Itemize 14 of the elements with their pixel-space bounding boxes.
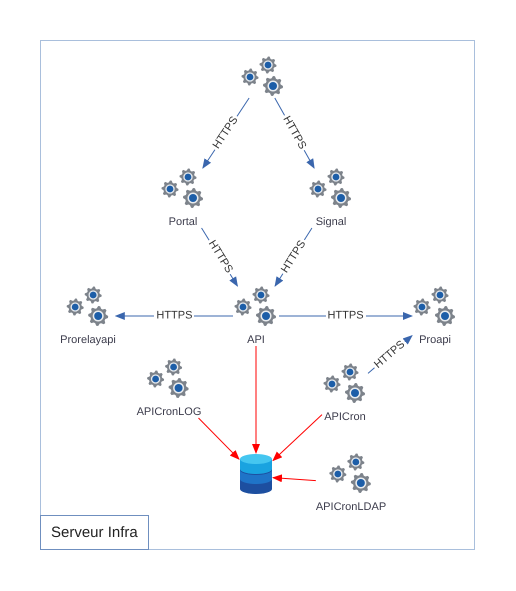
arrow	[272, 474, 316, 482]
service-label: API	[247, 334, 265, 346]
arrow	[252, 346, 260, 454]
service-label: Prorelayapi	[60, 334, 116, 346]
frame-title: Serveur Infra	[40, 515, 149, 550]
service-label: Proapi	[419, 334, 451, 346]
arrow	[272, 414, 322, 462]
database-cylinder	[239, 453, 273, 495]
service-label: Signal	[316, 216, 346, 228]
service-label: APICronLOG	[136, 406, 202, 418]
service-label: APICronLDAP	[316, 501, 386, 513]
arrow	[198, 418, 240, 460]
service-label: APICron	[324, 411, 366, 423]
service-label: Portal	[168, 216, 198, 228]
